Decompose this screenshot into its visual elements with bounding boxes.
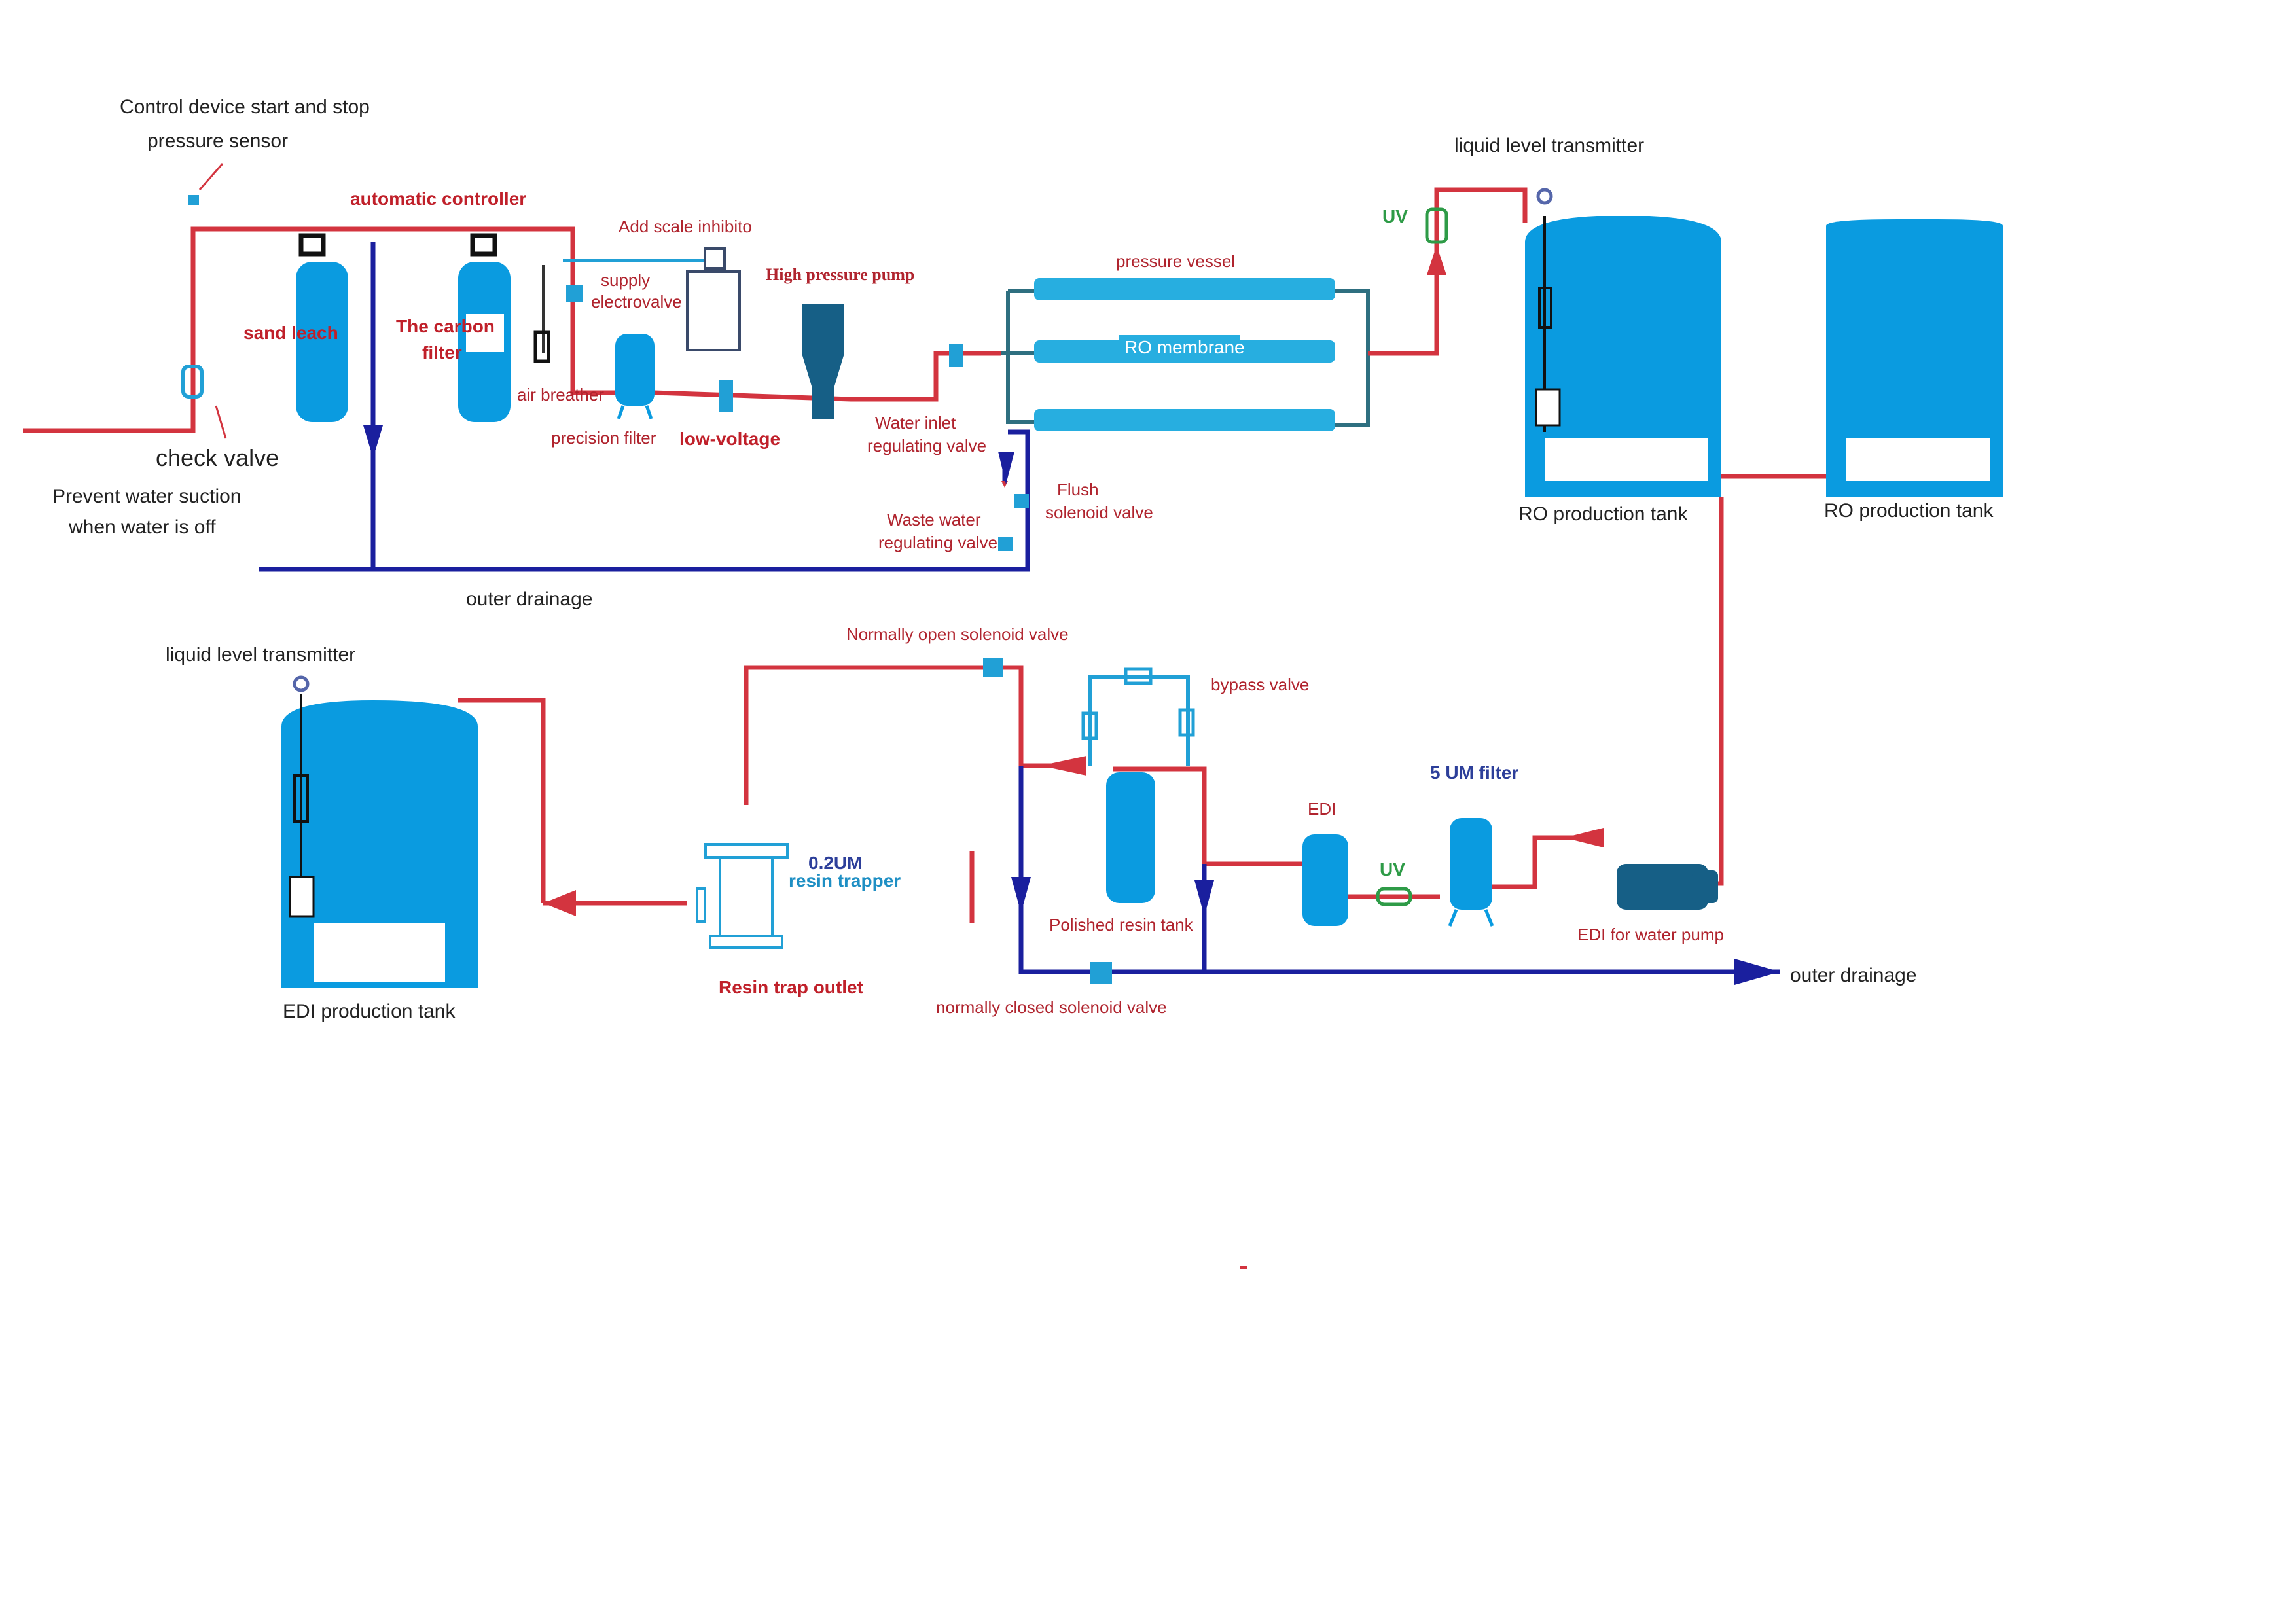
normally-open-valve-icon [983, 658, 1003, 677]
label-resin-um: 0.2UM [808, 853, 862, 873]
uv-top-icon [1425, 207, 1448, 244]
label-edi-tank: EDI production tank [283, 1001, 456, 1022]
label-carbon-filter-1: The carbon [396, 316, 495, 336]
label-prevent-2: when water is off [68, 516, 216, 538]
stray-mark [1240, 1266, 1247, 1269]
sand-leach-tank [296, 233, 348, 422]
waste-valve-icon [998, 537, 1013, 551]
label-five-um-filter: 5 UM filter [1430, 762, 1518, 783]
normally-closed-valve-icon [1090, 962, 1112, 984]
label-automatic-controller: automatic controller [350, 188, 526, 209]
label-flush-1: Flush [1057, 480, 1099, 499]
bypass-valve-left-icon [1081, 711, 1098, 740]
scale-inhibitor-tank [686, 247, 741, 351]
label-water-inlet-2: regulating valve [867, 436, 986, 455]
label-outer-drainage-bottom: outer drainage [1790, 965, 1916, 986]
label-uv-bottom: UV [1380, 859, 1405, 880]
label-pressure-sensor: pressure sensor [147, 130, 288, 152]
label-control-device: Control device start and stop [120, 96, 370, 118]
label-sand-leach: sand leach [243, 323, 338, 343]
five-um-filter [1448, 818, 1494, 927]
uv-bottom-icon [1376, 887, 1412, 906]
edi-module [1302, 834, 1348, 926]
bypass-valve-icon [1124, 667, 1153, 685]
label-liquid-level-top: liquid level transmitter [1454, 135, 1644, 156]
label-prevent-1: Prevent water suction [52, 486, 241, 507]
label-edi-pump: EDI for water pump [1577, 925, 1724, 944]
label-normally-open: Normally open solenoid valve [846, 624, 1069, 644]
label-ro-tank-2: RO production tank [1824, 500, 1994, 522]
label-liquid-level-bottom: liquid level transmitter [166, 644, 355, 666]
supply-electrovalve-icon [566, 285, 583, 302]
ro-production-tank-1 [1525, 188, 1721, 497]
label-uv-top: UV [1382, 206, 1408, 226]
label-supply-electrovalve-2: electrovalve [591, 292, 682, 312]
label-water-inlet-1: Water inlet [875, 413, 956, 433]
label-normally-closed: normally closed solenoid valve [936, 997, 1167, 1017]
label-low-voltage: low-voltage [679, 429, 780, 449]
label-air-breather: air breather [517, 385, 604, 404]
label-high-pressure-pump: High pressure pump [766, 265, 914, 284]
label-ro-tank-1: RO production tank [1518, 503, 1688, 525]
polished-resin-tank [1106, 772, 1155, 903]
check-valve-icon [181, 365, 204, 399]
label-supply-electrovalve-1: supply [601, 270, 650, 290]
label-check-valve: check valve [156, 444, 279, 471]
edi-production-tank [281, 675, 478, 988]
label-polished-resin-tank: Polished resin tank [1049, 915, 1194, 935]
water-inlet-valve-icon [949, 344, 963, 367]
label-pressure-vessel: pressure vessel [1116, 251, 1235, 271]
label-resin-trap-outlet: Resin trap outlet [719, 977, 863, 997]
label-outer-drainage-top: outer drainage [466, 588, 592, 610]
ro-production-tank-2 [1826, 219, 2003, 497]
resin-trapper [696, 843, 789, 949]
label-add-scale-inhibitor: Add scale inhibito [619, 217, 752, 236]
label-waste-water-2: regulating valve [878, 533, 997, 552]
pressure-vessels [1034, 278, 1335, 431]
label-carbon-filter-2: filter [422, 342, 462, 363]
label-resin-trapper: resin trapper [789, 870, 901, 891]
edi-pump [1617, 864, 1718, 910]
bypass-valve-right-icon [1178, 708, 1195, 737]
label-precision-filter: precision filter [551, 428, 656, 448]
flush-valve-icon [1014, 494, 1029, 508]
high-pressure-pump [802, 304, 844, 419]
precision-filter [615, 334, 655, 419]
label-waste-water-1: Waste water [887, 510, 981, 529]
label-edi: EDI [1308, 799, 1336, 819]
low-voltage-switch-icon [719, 380, 733, 412]
label-bypass-valve: bypass valve [1211, 675, 1309, 694]
label-flush-2: solenoid valve [1045, 503, 1153, 522]
air-breather-icon [533, 330, 550, 363]
carbon-filter-tank [458, 233, 511, 422]
label-ro-membrane: RO membrane [1124, 337, 1245, 357]
pressure-sensor-icon [188, 195, 199, 205]
